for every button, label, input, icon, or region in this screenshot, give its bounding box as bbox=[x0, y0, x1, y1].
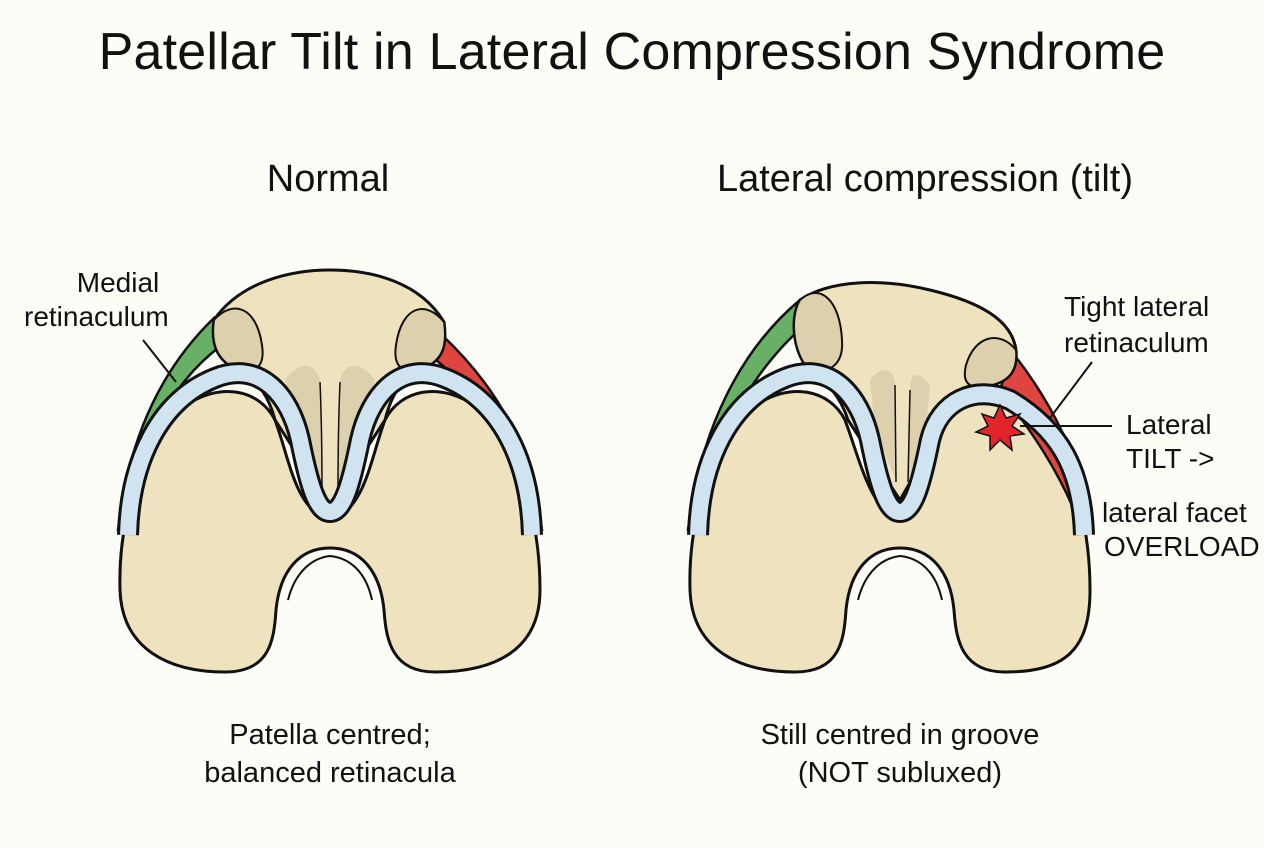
lateral-tilt-label-line2: TILT -> bbox=[1126, 443, 1215, 474]
normal-patella-ridge bbox=[285, 365, 375, 490]
tilt-knee-diagram bbox=[686, 281, 1112, 674]
page-title: Patellar Tilt in Lateral Compression Syn… bbox=[98, 23, 1166, 81]
overload-star-icon bbox=[973, 403, 1027, 452]
normal-caption-line2: balanced retinacula bbox=[204, 757, 456, 789]
tilt-panel-heading: Lateral compression (tilt) bbox=[716, 158, 1134, 200]
tilt-caption-line2: (NOT subluxed) bbox=[797, 757, 1003, 789]
overload-label-line2: OVERLOAD bbox=[1104, 531, 1260, 562]
normal-medial-leader bbox=[142, 339, 177, 383]
tilt-caption-line1: Still centred in groove bbox=[760, 719, 1040, 751]
tight-lateral-label-line1: Tight lateral bbox=[1064, 291, 1210, 322]
normal-caption: Patella centred; balanced retinacula bbox=[160, 716, 500, 792]
tilt-caption: Still centred in groove (NOT subluxed) bbox=[700, 716, 1100, 792]
overload-label-line1: lateral facet bbox=[1102, 497, 1247, 528]
medial-retinaculum-label-line2: retinaculum bbox=[24, 301, 169, 332]
lateral-tilt-label-line1: Lateral bbox=[1126, 409, 1212, 440]
normal-knee-diagram bbox=[116, 268, 544, 674]
normal-panel-heading: Normal bbox=[266, 158, 390, 200]
medial-retinaculum-label: Medial bbox=[58, 266, 178, 300]
tilt-lateral-facet bbox=[963, 337, 1018, 389]
tight-lateral-label-line2: retinaculum bbox=[1064, 327, 1209, 358]
medial-label-line1: Medial bbox=[76, 267, 160, 298]
tilt-notch-line bbox=[857, 554, 943, 601]
normal-caption-line1: Patella centred; bbox=[229, 719, 431, 751]
tilt-medial-facet bbox=[793, 292, 844, 374]
tight-retinaculum-leader bbox=[1049, 361, 1093, 419]
normal-notch-line bbox=[287, 554, 373, 601]
